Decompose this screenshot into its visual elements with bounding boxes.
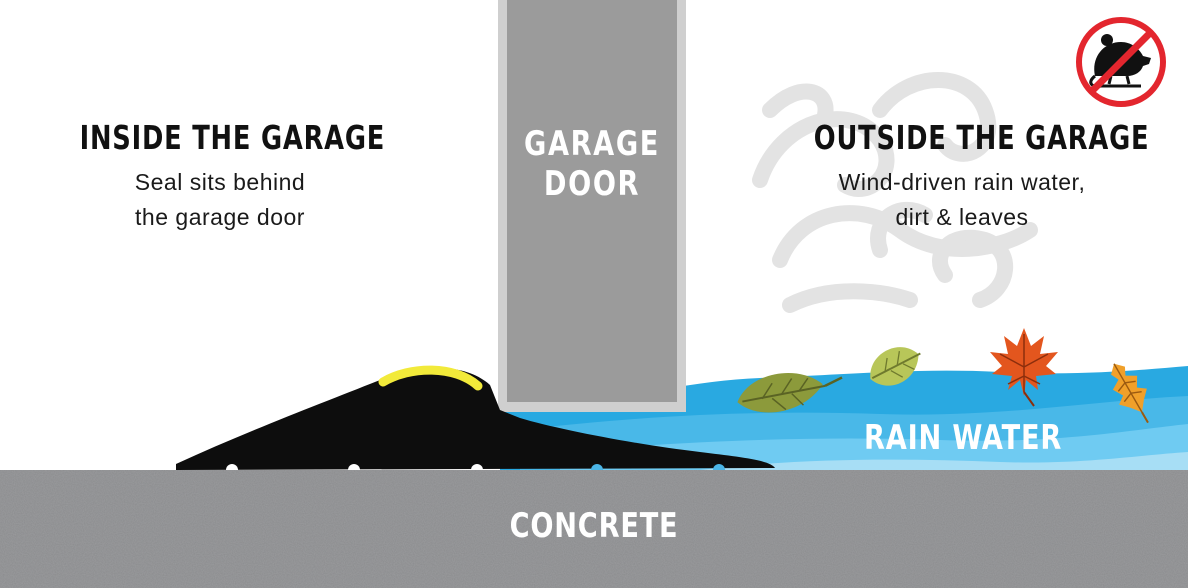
maple-leaf-icon <box>990 328 1058 407</box>
garage-door <box>498 0 686 412</box>
no-rodent-icon <box>1076 17 1166 107</box>
door-label-line2: DOOR <box>543 164 641 204</box>
concrete-floor <box>0 470 1188 588</box>
wind-swirl-icon <box>752 72 1038 313</box>
inside-section: INSIDE THE GARAGE Seal sits behind the g… <box>40 118 400 235</box>
concrete-label: CONCRETE <box>509 506 679 546</box>
concrete-label-box: CONCRETE <box>464 506 724 546</box>
outside-section: OUTSIDE THE GARAGE Wind-driven rain wate… <box>772 118 1152 235</box>
leaf-icon <box>737 372 843 413</box>
rain-water-label-box: RAIN WATER <box>842 418 1062 458</box>
inside-desc-line2: the garage door <box>135 204 305 230</box>
inside-desc-line1: Seal sits behind <box>134 169 306 195</box>
door-label-line1: GARAGE <box>524 124 660 164</box>
inside-title: INSIDE THE GARAGE <box>79 118 386 157</box>
outside-title: OUTSIDE THE GARAGE <box>813 118 1150 157</box>
leaf-icon <box>870 347 921 386</box>
outside-desc-line2: dirt & leaves <box>895 204 1029 230</box>
rain-water-label: RAIN WATER <box>864 418 1063 458</box>
leaf-icon <box>1111 363 1149 424</box>
door-label: GARAGE DOOR <box>507 124 677 204</box>
outside-desc-line1: Wind-driven rain water, <box>838 169 1086 195</box>
